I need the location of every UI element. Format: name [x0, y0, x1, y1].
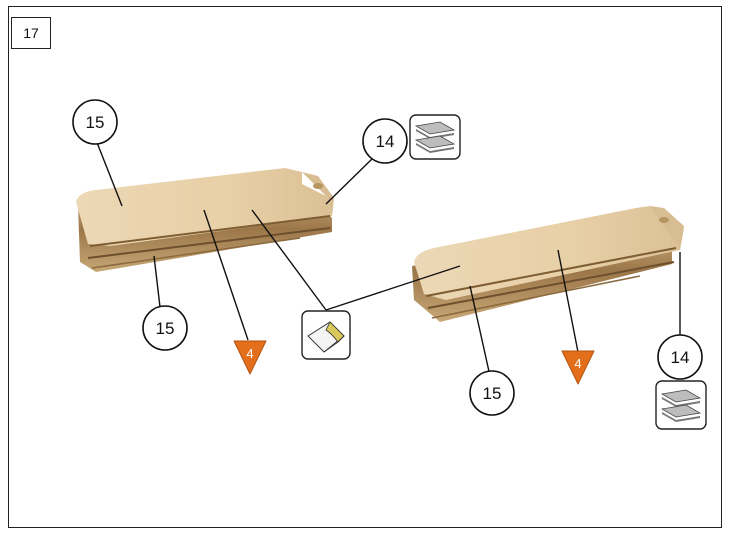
leader-lines [95, 139, 681, 377]
quantity-badge-right: 4 [561, 350, 595, 385]
callout-label: 15 [86, 113, 105, 132]
quantity-label: 4 [574, 356, 581, 371]
left-part-hole [313, 183, 323, 189]
quantity-label: 4 [246, 346, 253, 361]
left-part-tab [302, 172, 334, 216]
step-number: 17 [23, 25, 39, 41]
callout-15-right: 15 [469, 370, 515, 416]
left-part-top [76, 168, 332, 246]
callout-15-left-top: 15 [72, 99, 118, 145]
callout-label: 14 [671, 348, 690, 367]
quantity-badge-left: 4 [233, 340, 267, 375]
right-wood-assembly [412, 206, 684, 322]
step-number-box: 17 [11, 17, 51, 49]
right-part-tab [650, 206, 684, 250]
right-part-top [414, 206, 684, 300]
callout-15-left-bottom: 15 [142, 305, 188, 351]
callout-label: 14 [376, 132, 395, 151]
left-wood-assembly [76, 168, 334, 272]
callout-label: 15 [156, 319, 175, 338]
right-part-hole [659, 217, 669, 223]
glue-paper-icon [301, 310, 351, 360]
callout-label: 15 [483, 384, 502, 403]
callout-14-right: 14 [657, 334, 703, 380]
callout-14-left: 14 [362, 118, 408, 164]
stacked-sheets-icon [409, 114, 461, 160]
stacked-sheets-icon [655, 380, 707, 430]
